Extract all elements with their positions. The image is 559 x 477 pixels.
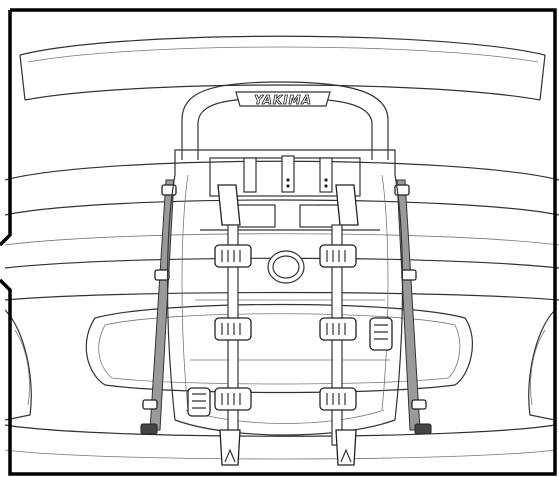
buckle-left-bottom	[214, 387, 252, 411]
upper-arms	[217, 184, 359, 226]
slider-center	[281, 155, 295, 193]
pad-right	[299, 204, 341, 228]
strap-clip	[161, 184, 177, 196]
rack-frame	[166, 81, 404, 436]
rear-window	[85, 303, 473, 394]
strap-hook	[140, 423, 158, 435]
center-knob	[267, 250, 305, 284]
pad-left	[234, 204, 276, 228]
ratchet-buckles	[187, 244, 393, 417]
buckle-left-top	[214, 244, 252, 268]
left-strap	[149, 179, 175, 431]
side-buckle-right	[369, 317, 393, 351]
upper-crossbar	[209, 155, 361, 197]
buckle-left-middle	[214, 317, 252, 341]
strap-clip	[411, 399, 427, 410]
buckle-right-bottom	[319, 387, 357, 411]
strap-clip	[142, 399, 158, 410]
callout-frame	[0, 8, 557, 476]
slider-left	[243, 157, 257, 193]
foot-right	[335, 429, 357, 466]
strap-hook	[414, 423, 432, 435]
foot-left	[219, 429, 241, 466]
brand-plate: YAKIMA	[235, 91, 331, 107]
arm-hook-right	[335, 184, 359, 226]
slider-right	[319, 157, 333, 193]
buckle-right-middle	[319, 317, 357, 341]
buckle-right-top	[319, 244, 357, 268]
strap-clip	[401, 269, 417, 281]
arm-hook-left	[217, 184, 241, 226]
strap-clip	[154, 269, 170, 281]
taillights	[4, 309, 556, 460]
side-buckle-left	[187, 387, 211, 417]
rack-feet	[219, 429, 357, 466]
brand-logo-text: YAKIMA	[254, 93, 312, 107]
strap-clip	[394, 184, 410, 196]
